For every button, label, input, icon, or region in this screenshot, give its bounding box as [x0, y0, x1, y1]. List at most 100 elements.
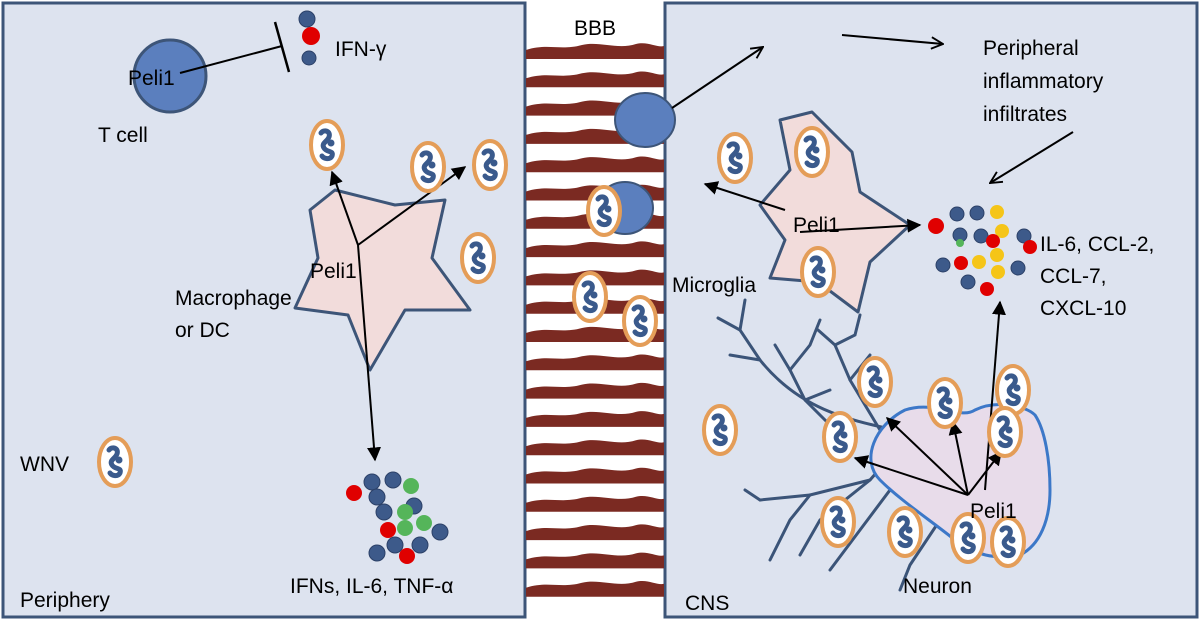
arrow-neuron-to-virion-2: [885, 417, 969, 496]
cytokine-dot-icon: [375, 503, 393, 521]
label-t-cell: T cell: [98, 124, 148, 147]
cytokine-dot-icon: [346, 485, 362, 501]
arrow-neuron-to-virion-1: [853, 455, 969, 496]
cytokine-dot-icon: [363, 473, 381, 491]
barrier-strip: [526, 43, 664, 59]
cytokine-dot-icon: [380, 522, 396, 538]
cytokine-dot-icon: [386, 536, 404, 554]
wnv-virion-icon: [97, 436, 133, 488]
wnv-virion-icon: [410, 141, 446, 193]
wnv-virion-icon: [927, 377, 963, 429]
cytokine-dot-icon: [1016, 228, 1032, 244]
arrow-neuron-to-virion-4: [967, 450, 1002, 496]
barrier-strip: [526, 439, 664, 456]
cytokine-dot-icon: [301, 50, 317, 66]
label-cns-cytokines-3: CXCL-10: [1040, 297, 1126, 320]
cytokine-dot-icon: [1023, 240, 1037, 254]
cytokine-dot-icon: [1010, 260, 1026, 276]
barrier-strip: [526, 156, 664, 173]
wnv-virion-icon: [460, 232, 496, 284]
cytokine-dot-icon: [368, 544, 386, 562]
arrow-microglia-to-virion: [703, 181, 786, 211]
label-periphery: Periphery: [20, 589, 110, 612]
wnv-virion-icon: [857, 356, 893, 408]
label-ifn-gamma: IFN-γ: [335, 38, 387, 61]
wnv-virions: [97, 119, 1031, 568]
label-peli1-tcell: Peli1: [128, 67, 175, 90]
cytokine-dot-icon: [991, 265, 1005, 279]
cytokine-dot-icon: [384, 471, 402, 489]
barrier-strip: [526, 467, 664, 484]
cytokine-dot-icon: [995, 224, 1009, 238]
cytokine-dot-icon: [990, 205, 1004, 219]
t-cell-crossing-icon: [614, 92, 676, 148]
t-cell-icon: [132, 38, 208, 114]
barrier-strip: [526, 382, 664, 399]
wnv-virion-icon: [820, 496, 856, 548]
wnv-virion-icon: [586, 185, 622, 237]
wnv-virion-icon: [309, 119, 345, 171]
label-neuron: Neuron: [903, 575, 972, 598]
cytokine-dot-icon: [980, 282, 994, 296]
label-peripheral: Peripheral: [983, 37, 1079, 60]
wnv-virion-icon: [990, 516, 1026, 568]
wnv-virion-icon: [800, 246, 836, 298]
label-periphery-cytokines: IFNs, IL-6, TNF-α: [290, 575, 453, 598]
barrier-strip: [526, 354, 664, 371]
cytokine-dots: [298, 10, 1037, 564]
cytokine-dot-icon: [949, 206, 965, 222]
label-peli1-neuron: Peli1: [970, 500, 1017, 523]
inhibition-bar: [273, 21, 291, 73]
cytokine-dot-icon: [969, 205, 985, 221]
barrier-strip: [526, 71, 664, 88]
cytokine-dot-icon: [973, 228, 989, 244]
label-cns-cytokines-2: CCL-7,: [1040, 265, 1107, 288]
barrier-strip: [526, 552, 664, 569]
arrow-peli1-to-virion-top: [329, 170, 359, 246]
arrow-microglia-to-cytokines: [799, 218, 922, 233]
wnv-virion-icon: [622, 295, 658, 347]
label-wnv: WNV: [20, 453, 69, 476]
arrow-neuron-to-virion-3: [948, 420, 969, 496]
barrier-strip: [526, 524, 664, 541]
inhibition-line: [179, 45, 283, 74]
label-peli1-macrophage: Peli1: [310, 260, 357, 283]
cytokine-dot-icon: [368, 488, 386, 506]
label-bbb: BBB: [574, 17, 616, 40]
cytokine-dot-icon: [928, 218, 944, 234]
barrier-strip: [526, 496, 664, 512]
wnv-virion-icon: [822, 411, 858, 463]
cytokine-dot-icon: [298, 10, 316, 28]
label-peli1-microglia: Peli1: [793, 214, 840, 237]
cytokine-dot-icon: [990, 248, 1004, 262]
wnv-virion-icon: [794, 126, 830, 178]
label-cns: CNS: [685, 592, 729, 615]
arrow-infiltrate-out-2: [841, 34, 943, 44]
cytokine-dot-icon: [416, 515, 432, 531]
cytokine-dot-icon: [302, 27, 320, 45]
arrow-peli1-to-cytokines: [357, 244, 381, 462]
cytokine-dot-icon: [397, 520, 413, 536]
macrophage-icon: [293, 188, 472, 372]
wnv-virion-icon: [950, 512, 986, 564]
wnv-virion-icon: [472, 139, 508, 191]
arrows: [179, 21, 1074, 496]
cytokine-dot-icon: [935, 257, 951, 273]
cytokine-dot-icon: [956, 239, 964, 247]
barrier-strip: [526, 241, 664, 258]
cytokine-dot-icon: [403, 478, 419, 494]
barrier-strip: [526, 580, 664, 597]
arrow-neuron-to-cytokines: [984, 300, 1006, 491]
label-microglia: Microglia: [672, 274, 756, 297]
wnv-virion-icon: [717, 132, 753, 184]
cytokine-dot-icon: [431, 523, 449, 541]
wnv-virion-icon: [987, 406, 1023, 458]
barrier-strip: [526, 411, 664, 427]
wnv-virion-icon: [887, 506, 923, 558]
cytokine-dot-icon: [954, 256, 968, 270]
cytokine-dot-icon: [399, 548, 415, 564]
wnv-virion-icon: [572, 271, 608, 323]
label-or-dc: or DC: [175, 319, 230, 342]
arrow-infiltrate-out-1: [671, 47, 763, 109]
